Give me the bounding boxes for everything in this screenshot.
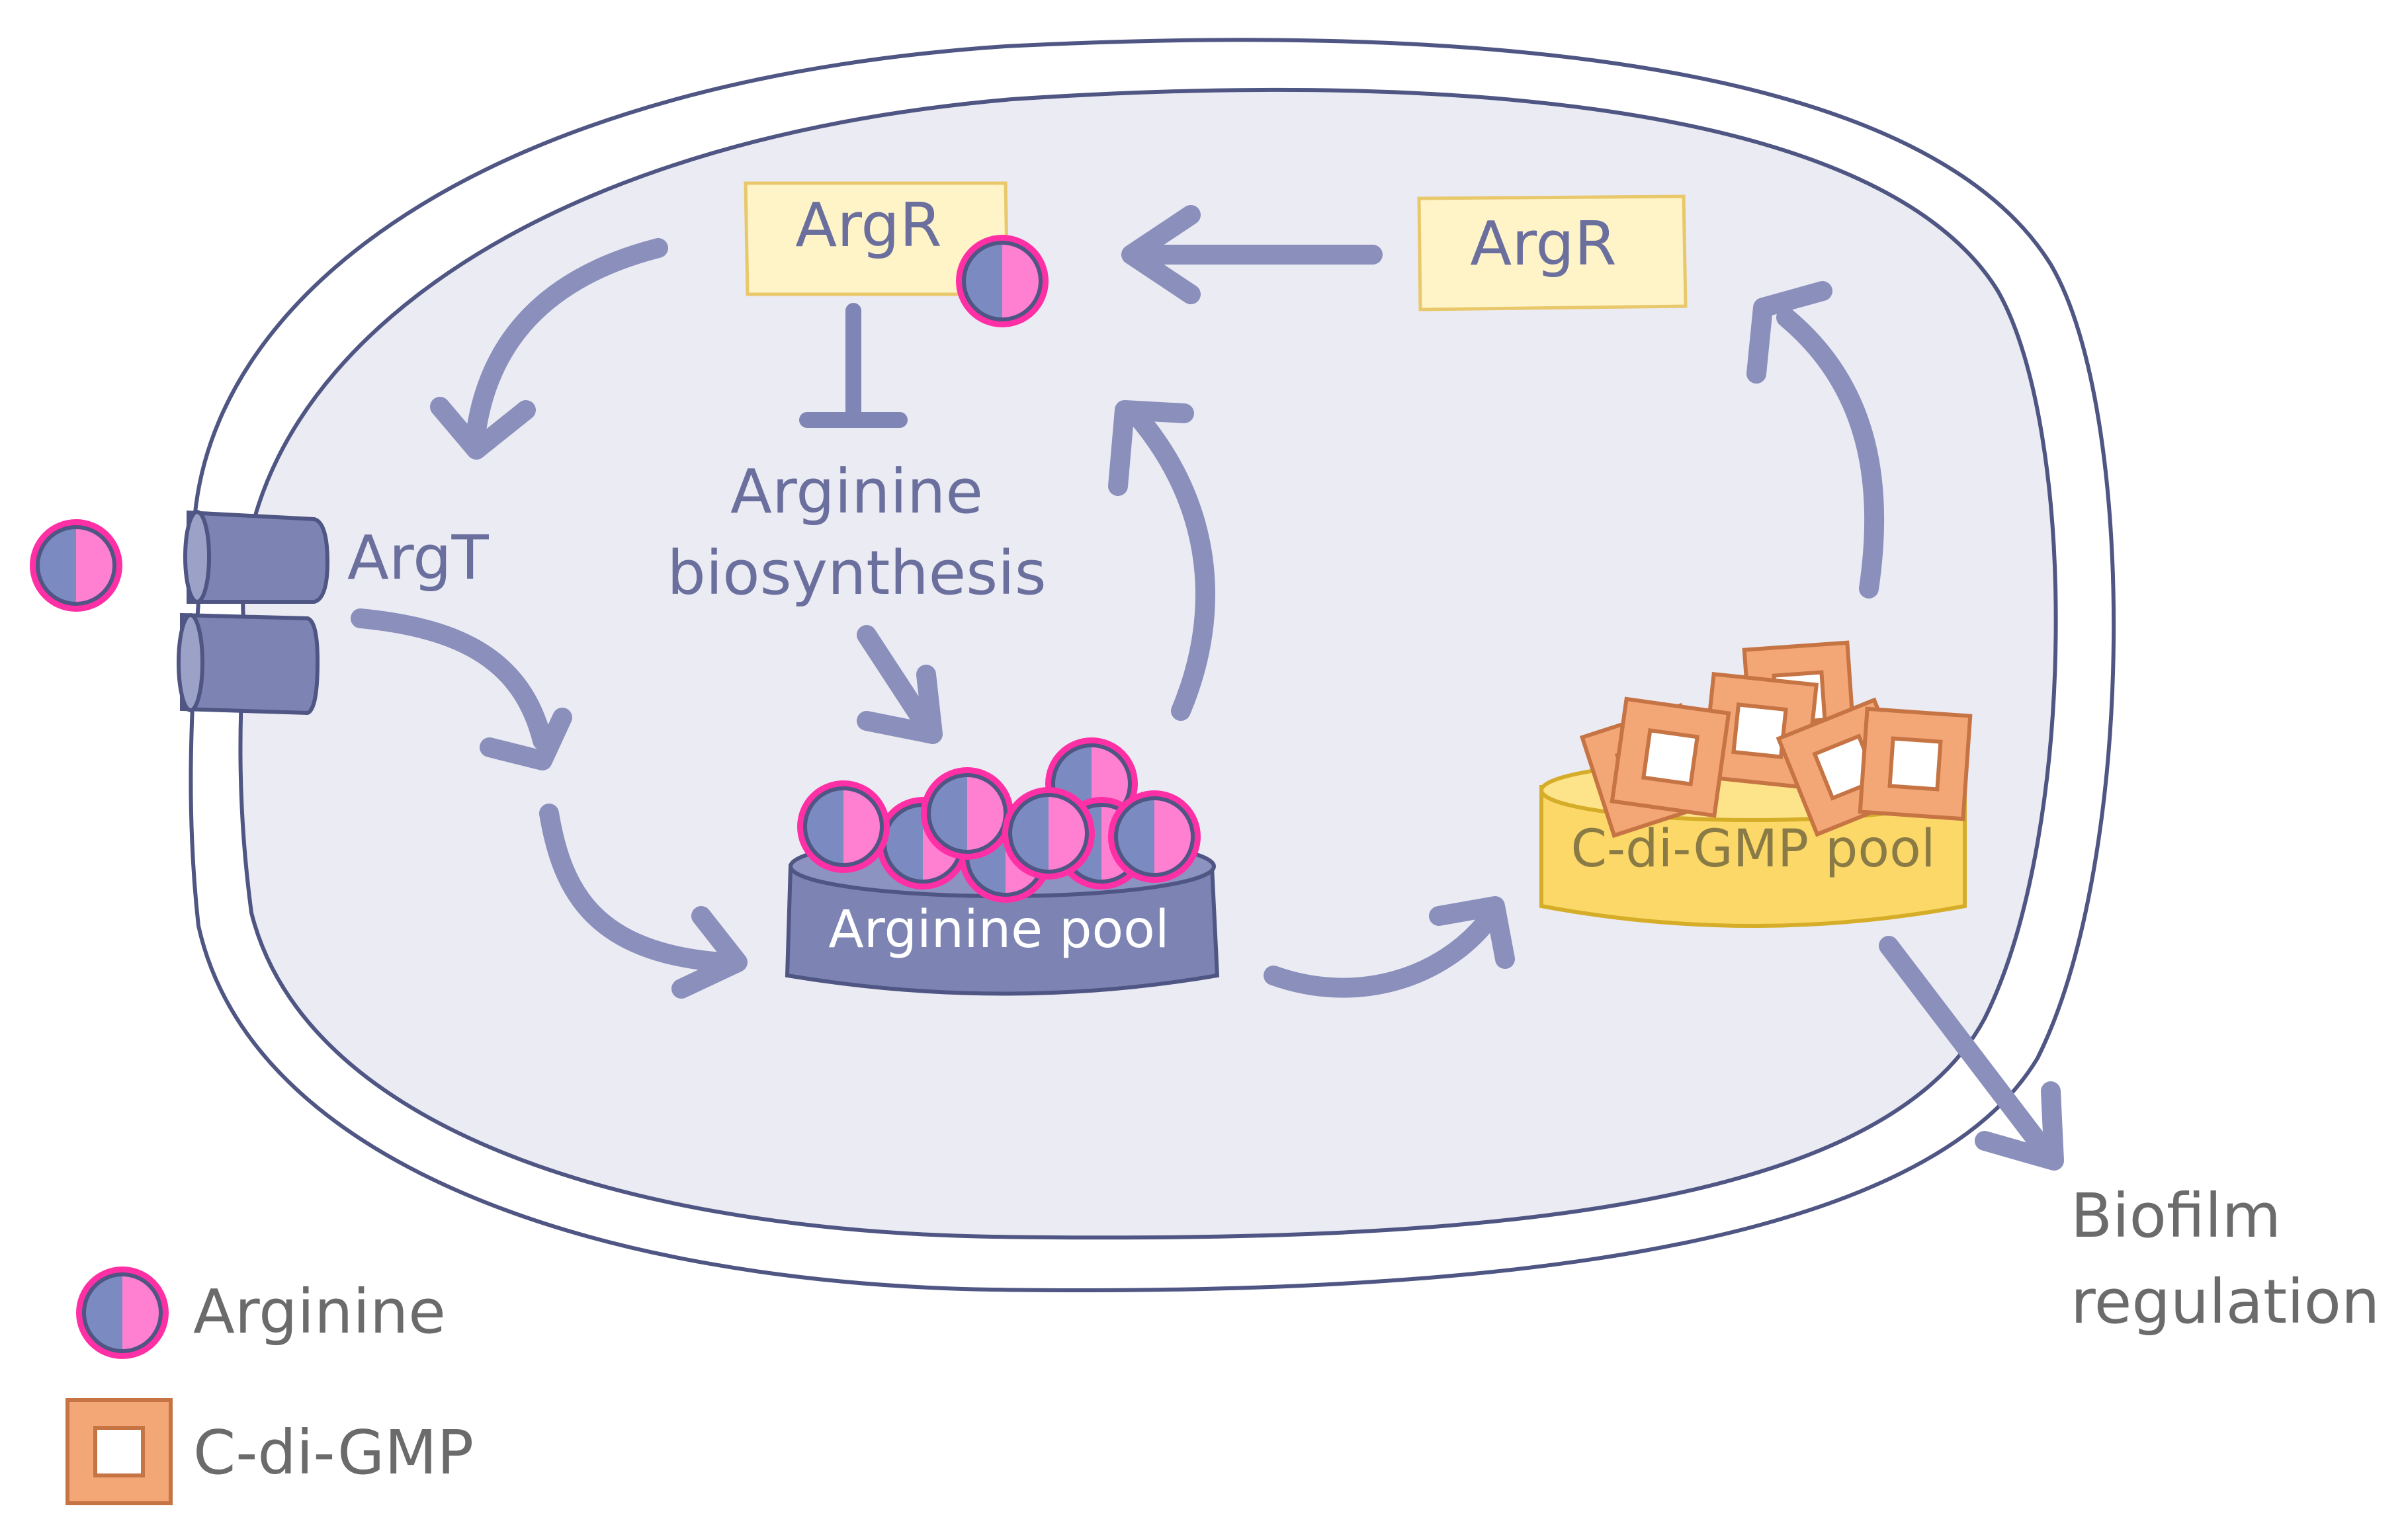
arrowhead-argt-to-pool-upper [480,708,572,770]
legend-cdigmp-label: C-di-GMP [193,1417,474,1488]
legend-arginine-label: Arginine [193,1276,446,1347]
biofilm-label-line2: regulation [2071,1266,2380,1337]
arrow-cdigmp-to-biofilm [1879,936,2057,1164]
arrow-pool-to-argr [1128,407,1215,721]
arrows [351,205,2064,1171]
cdigmp-pool: C-di-GMP pool [1539,643,1970,928]
legend-arginine-icon [76,1266,169,1359]
cdigmp-pool-label: C-di-GMP pool [1571,819,1936,879]
arrow-argt-to-pool-upper [351,608,552,751]
arrowhead-biosynthesis-to-pool [857,665,943,744]
arrowhead-cdigmp-to-argr [1746,281,1832,384]
legend: Arginine C-di-GMP [67,1266,474,1503]
arrowhead-argr-to-argt [430,397,536,460]
biosynthesis-label-line2: biosynthesis [667,538,1046,608]
argr-free-label: ArgR [1470,208,1616,279]
arrowhead-cdigmp-to-biofilm [1975,1081,2064,1171]
arginine-pool-label: Arginine pool [828,900,1169,960]
arrow-biosynthesis-to-pool [857,625,933,731]
arrow-pool-to-cdigmp [1264,909,1498,998]
arrow-cdigmp-to-argr [1776,308,1885,599]
biosynthesis-label-line1: Arginine [730,456,983,527]
arrowhead-pool-to-argr [1108,400,1194,496]
argr-complex: ArgR [744,181,1049,327]
argt-transporter [177,510,330,716]
arrow-argr-to-argt [466,238,668,440]
arrow-argt-to-pool-lower [539,804,731,972]
arrowhead-pool-to-cdigmp [1429,896,1515,969]
arginine-pool: Arginine pool [785,737,1220,996]
arginine-bound [956,235,1049,327]
argr-free: ArgR [1417,194,1688,311]
inhibition-bar [799,303,908,428]
arrowhead-argr-free-to-complex [1121,205,1201,304]
legend-cdigmp-icon [67,1400,171,1503]
argr-complex-label: ArgR [795,190,941,261]
argt-label: ArgT [347,522,490,593]
arginine-external [30,519,122,612]
biofilm-label-line1: Biofilm [2071,1181,2281,1251]
arrowhead-argt-to-pool-lower [671,906,748,999]
